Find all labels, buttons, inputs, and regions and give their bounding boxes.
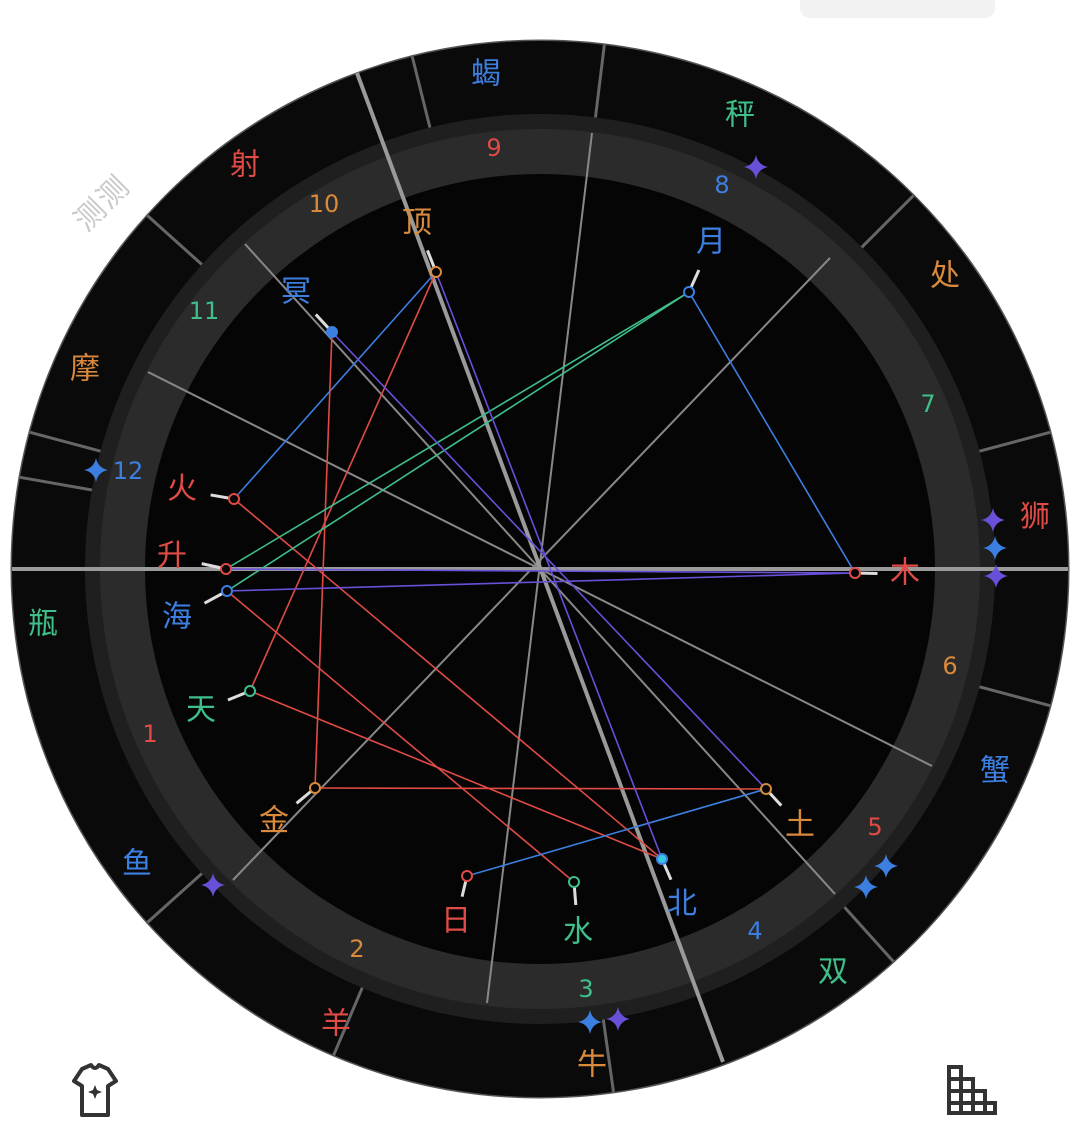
planet-marker[interactable] [761,784,771,794]
planet-label: 金 [259,804,289,839]
planet-marker[interactable] [657,854,667,864]
sign-label: 瓶 [28,607,58,642]
sign-label: 牛 [577,1048,607,1083]
house-number: 11 [189,297,220,325]
planet-label: 日 [441,904,471,939]
house-number: 5 [867,813,882,841]
house-number: 6 [942,652,957,680]
sign-label: 摩 [70,352,100,387]
sign-label: 狮 [1020,500,1050,535]
house-number: 10 [309,190,340,218]
planet-marker[interactable] [462,871,472,881]
sign-label: 射 [230,148,260,183]
planet-marker[interactable] [431,267,441,277]
house-number: 3 [578,975,593,1003]
top-handle [800,0,995,18]
house-number: 12 [113,457,144,485]
planet-label: 北 [667,887,697,922]
planet-label: 火 [167,472,197,507]
planet-label: 水 [563,915,593,950]
planet-label: 土 [785,808,815,843]
planet-marker[interactable] [327,327,337,337]
sign-label: 羊 [321,1007,351,1042]
outfit-button[interactable] [60,1055,130,1125]
sign-label: 蟹 [980,754,1010,789]
planet-label: 月 [696,225,726,260]
planet-marker[interactable] [221,564,231,574]
planet-marker[interactable] [310,783,320,793]
planet-label: 升 [157,539,187,574]
planet-label: 顶 [402,206,432,241]
house-number: 2 [349,935,364,963]
planet-marker[interactable] [569,877,579,887]
aspect-line [315,788,766,789]
planet-label: 海 [162,600,192,635]
planet-marker[interactable] [850,568,860,578]
planet-label: 木 [890,556,920,591]
planet-marker[interactable] [245,686,255,696]
planet-label: 天 [186,693,216,728]
planet-marker[interactable] [229,494,239,504]
grid-button[interactable] [935,1055,1005,1125]
planet-label: 冥 [281,275,311,310]
house-number: 1 [142,720,157,748]
grid-icon [935,1055,1005,1125]
sign-label: 处 [930,259,960,294]
house-number: 8 [714,171,729,199]
sign-label: 双 [818,955,848,990]
house-number: 9 [486,134,501,162]
sign-label: 鱼 [122,847,152,882]
planet-marker[interactable] [684,287,694,297]
sign-label: 秤 [725,98,755,133]
sign-label: 蝎 [471,57,501,92]
tshirt-icon [60,1055,130,1125]
house-number: 4 [747,917,762,945]
planet-marker[interactable] [222,586,232,596]
house-number: 7 [920,390,935,418]
